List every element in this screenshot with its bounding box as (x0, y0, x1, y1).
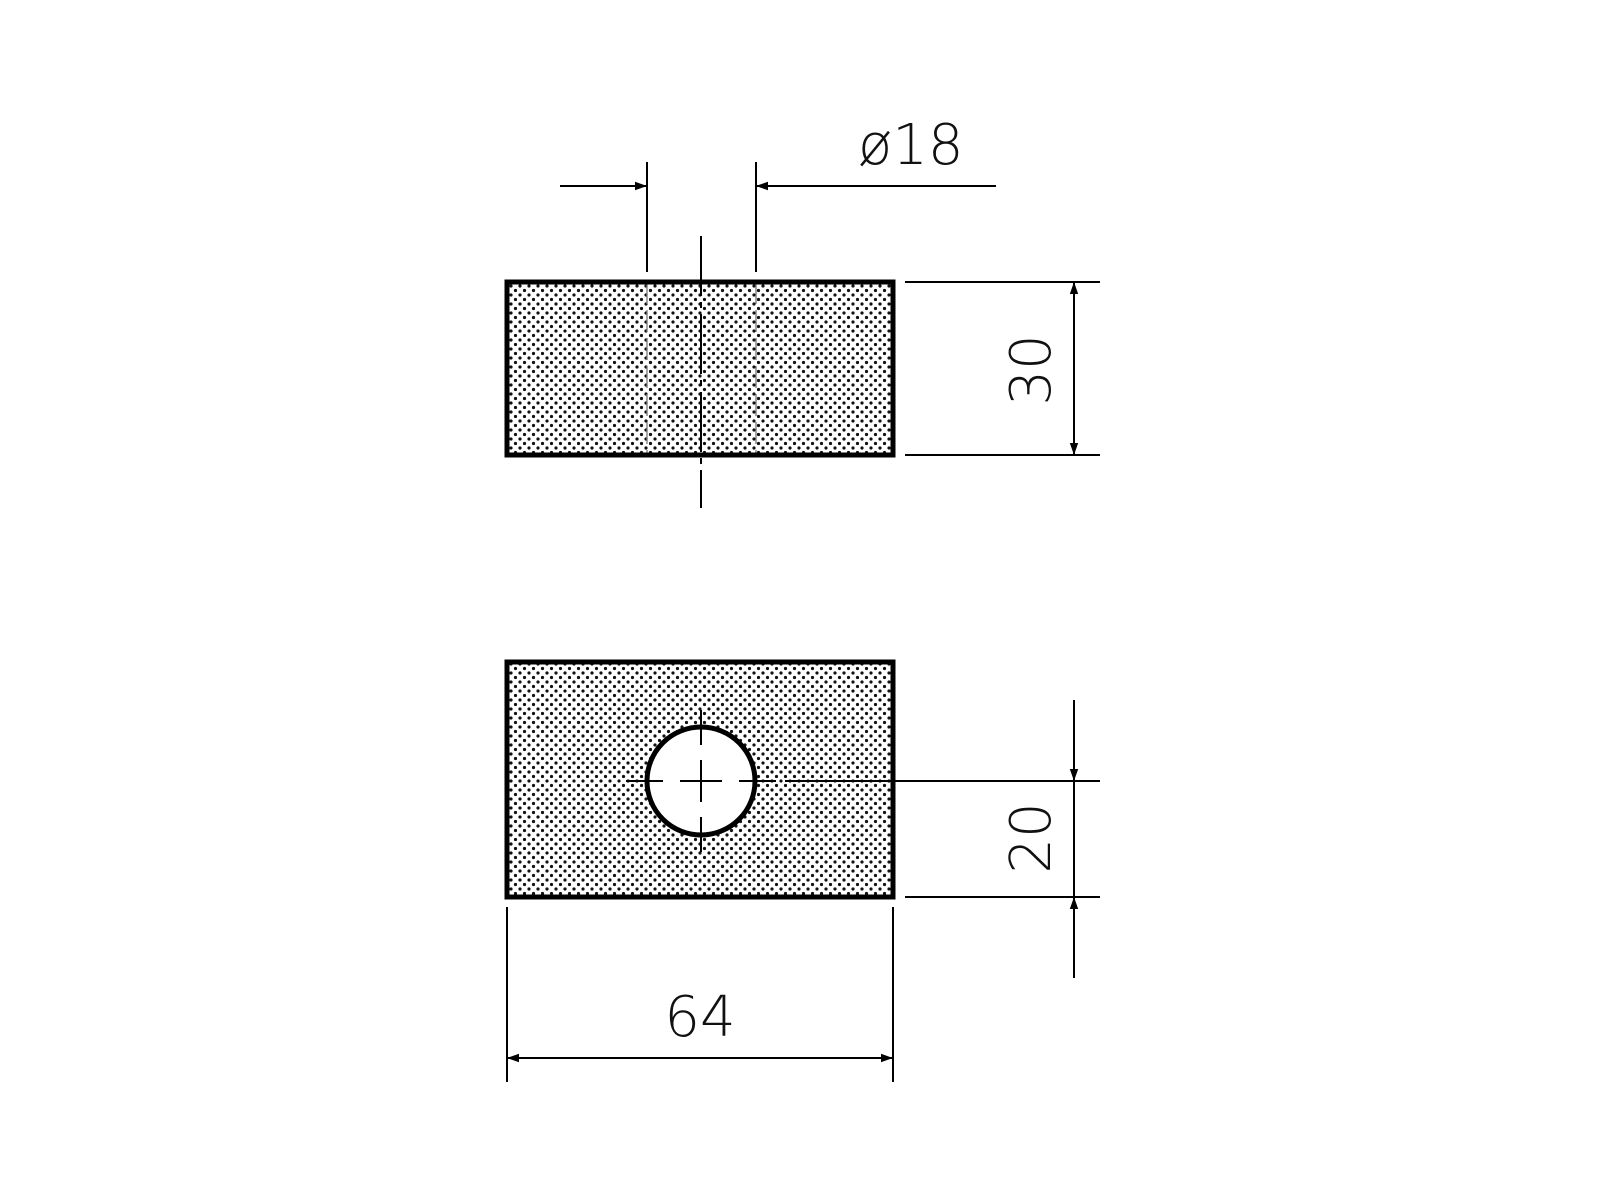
hole-offset-dimension: 20 (905, 700, 1100, 978)
center-mark (626, 710, 776, 852)
diameter-dimension: ø18 (560, 113, 996, 272)
width-dimension: 64 (506, 907, 894, 1082)
hole-offset-label: 20 (999, 802, 1064, 873)
height-label: 30 (999, 334, 1064, 405)
top-view-outline (504, 659, 896, 900)
width-label: 64 (664, 985, 735, 1050)
front-view (504, 236, 896, 508)
front-view-outline (504, 279, 896, 458)
height-dimension: 30 (905, 281, 1100, 456)
top-view (504, 659, 1100, 900)
diameter-label: ø18 (858, 113, 964, 178)
